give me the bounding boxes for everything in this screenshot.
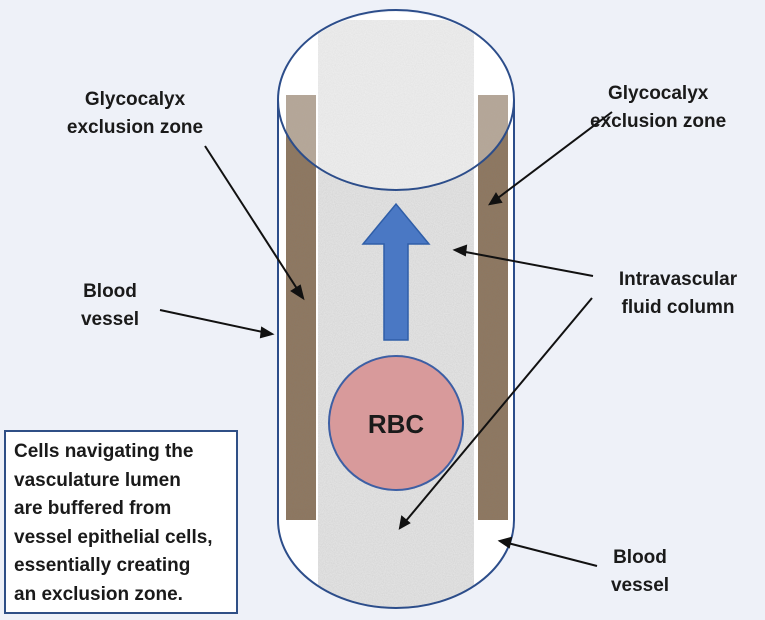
callout-line: are buffered from [14, 495, 228, 524]
label-blood-vessel-right: Blood vessel [600, 544, 680, 600]
callout-box: Cells navigating the vasculature lumen a… [4, 430, 238, 614]
label-intravascular-fluid: Intravascular fluid column [598, 266, 758, 322]
callout-line: Cells navigating the [14, 438, 228, 467]
vessel-top-opening [278, 10, 514, 190]
callout-line: vasculature lumen [14, 467, 228, 496]
label-glycocalyx-right: Glycocalyx exclusion zone [590, 80, 765, 136]
callout-line: vessel epithelial cells, [14, 524, 228, 553]
label-glycocalyx-left: Glycocalyx exclusion zone [40, 86, 230, 142]
arrow-vessel-right [500, 541, 597, 566]
label-blood-vessel-left: Blood vessel [60, 278, 160, 334]
callout-line: essentially creating [14, 552, 228, 581]
callout-line: an exclusion zone. [14, 581, 228, 610]
rbc-label: RBC [328, 389, 464, 459]
arrow-vessel-left [160, 310, 272, 334]
